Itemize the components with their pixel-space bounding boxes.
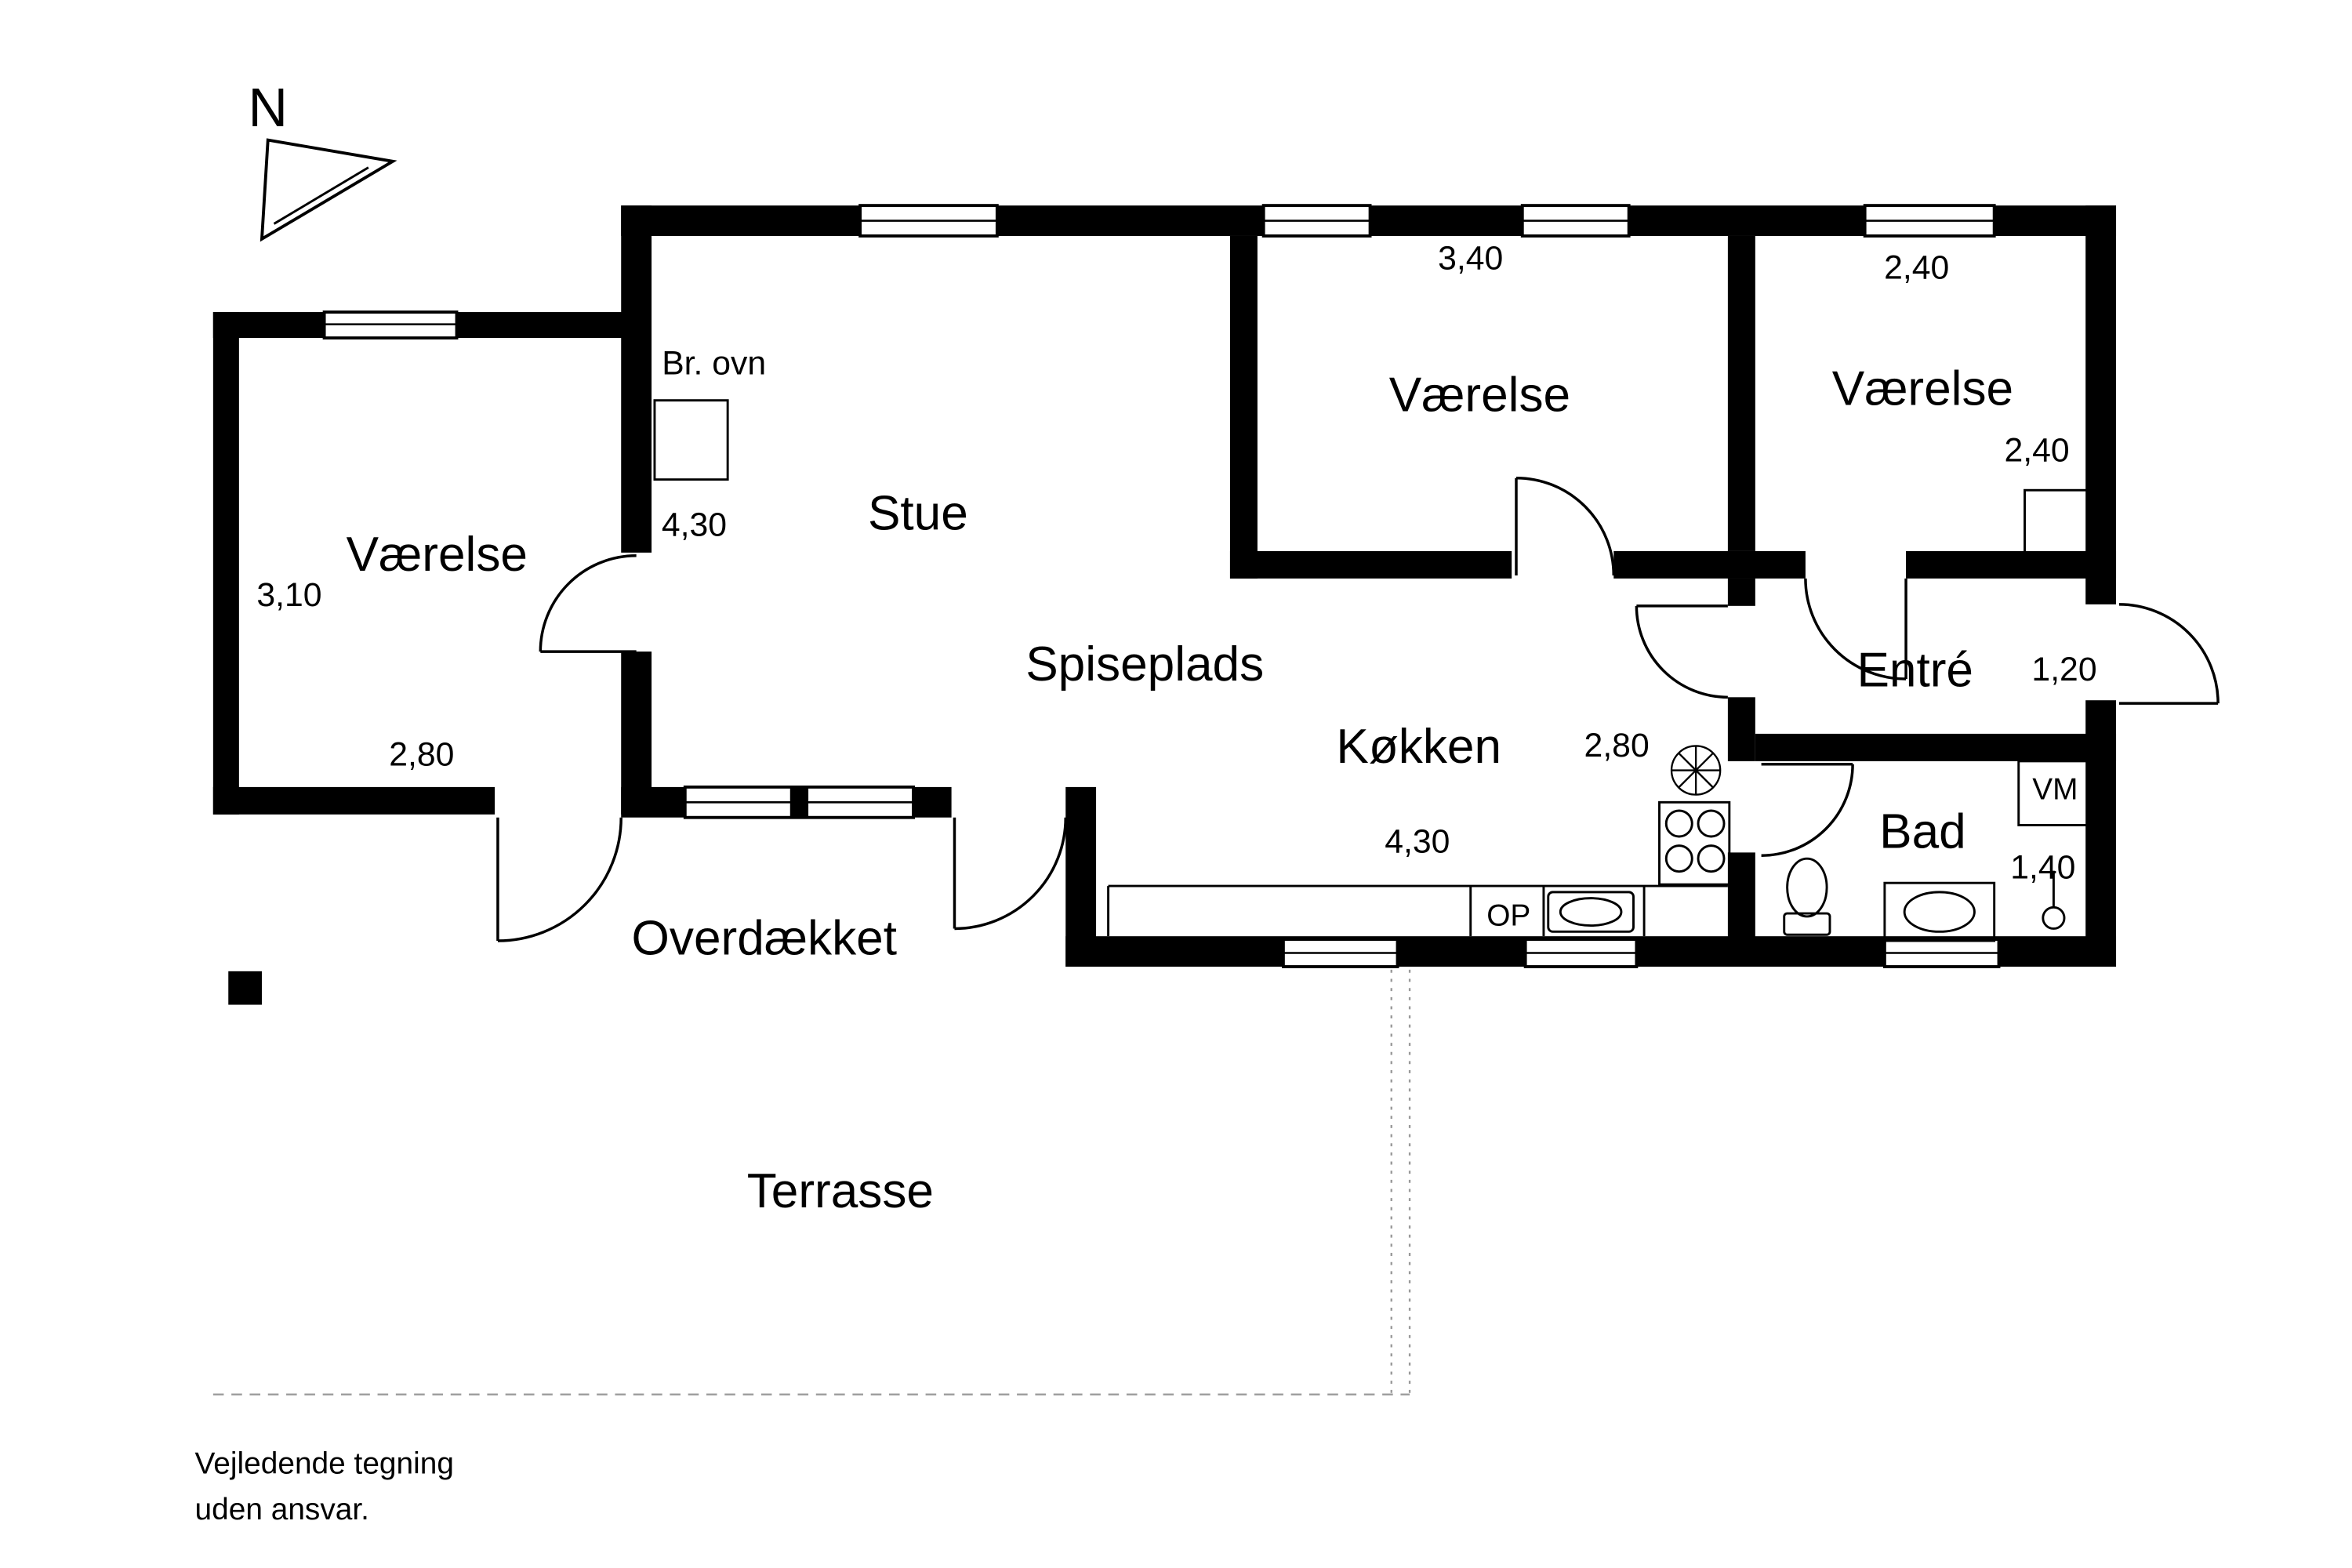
wall-leftroom-bottom: [212, 786, 495, 815]
terrace-boundary-dashed: [212, 969, 1411, 1396]
wall-left-main-lower: [621, 652, 652, 815]
kitchen-counter: [1107, 884, 1728, 937]
room-label-vaerelse-left: Værelse: [346, 526, 528, 582]
dishwasher-label: OP: [1486, 899, 1531, 934]
door-stue-overdaekket: [953, 817, 1067, 931]
dim-vaerelse-right-depth: 2,40: [2004, 430, 2070, 470]
bath-sink-symbol: [1883, 881, 1996, 942]
dim-koekken-width: 4,30: [1385, 822, 1450, 861]
room-label-koekken: Køkken: [1336, 718, 1502, 774]
wall-right-upper: [2085, 205, 2117, 604]
disclaimer-line-2: uden ansvar.: [194, 1493, 369, 1527]
door-vaerelse-left: [539, 554, 637, 653]
dim-koekken-depth: 2,80: [1584, 726, 1650, 764]
area-label-overdaekket: Overdækket: [631, 910, 897, 966]
north-arrow-icon: [260, 138, 397, 242]
window-koekken-bottom-2: [1523, 938, 1639, 968]
room-label-bad: Bad: [1879, 804, 1966, 859]
window-stue-bottom: [683, 785, 915, 819]
window-bad-bottom: [1882, 938, 2001, 968]
wall-step: [1065, 786, 1097, 967]
wall-leftroom-left: [212, 312, 239, 815]
doors: [496, 476, 2220, 942]
wall-koekken-entre-b: [1727, 697, 1755, 761]
dim-entre-width: 1,20: [2031, 650, 2097, 688]
windows: [322, 204, 2001, 968]
room-label-vaerelse-right: Værelse: [1831, 361, 2014, 416]
door-bad: [1761, 763, 1854, 858]
dim-vaerelse-right-width: 2,40: [1884, 248, 1950, 287]
cupboard-symbol: [2024, 488, 2090, 556]
wall-koekken-entre-a: [1727, 578, 1755, 606]
disclaimer-line-1: Vejledende tegning: [194, 1447, 454, 1482]
window-koekken-bottom-1: [1281, 938, 1399, 968]
wall-stue-vaerelse: [1229, 235, 1258, 579]
kitchen-sink: [1547, 891, 1635, 933]
wood-stove-label: Br. ovn: [662, 343, 767, 383]
door-front-entrance: [2118, 603, 2220, 705]
wall-entre-top-b: [1906, 550, 2117, 579]
window-vaerelse-right-top: [1863, 204, 1996, 238]
cooktop: [1658, 800, 1731, 886]
room-label-stue: Stue: [867, 485, 968, 541]
wall-left-main-upper: [621, 205, 652, 553]
area-label-terrasse: Terrasse: [746, 1163, 934, 1218]
door-vaerelse-right: [1804, 578, 1907, 681]
dim-vaerelse-mid-width: 3,40: [1438, 238, 1504, 278]
wall-koekken-bad: [1727, 852, 1755, 967]
window-vaerelse-mid-top-2: [1520, 204, 1631, 238]
room-label-spiseplads: Spiseplads: [1025, 636, 1265, 691]
bathroom-fixtures: [1783, 857, 2066, 942]
washing-machine-label: VM: [2032, 773, 2078, 808]
wall-entre-top-a: [1727, 550, 1806, 579]
dim-vaerelse-left-depth: 3,10: [256, 575, 322, 614]
floor-drain-symbol: [2042, 870, 2066, 930]
terrace-post: [228, 971, 262, 1005]
wall-entre-bad: [1755, 733, 2117, 761]
door-leftroom-overdaekket: [496, 817, 622, 942]
dim-stue-width: 4,30: [661, 505, 728, 544]
wall-vaerelse-divider: [1727, 235, 1755, 551]
extractor-fan-symbol: [1670, 745, 1722, 796]
washing-machine-symbol: [2017, 760, 2093, 826]
door-entre-koekken: [1635, 604, 1728, 699]
window-vaerelse-mid-top-1: [1261, 204, 1372, 238]
wall-vaerelse-mid-bottom-a: [1229, 550, 1512, 579]
dim-vaerelse-left-width: 2,80: [389, 735, 455, 774]
dim-bad-width: 1,40: [2010, 848, 2076, 887]
kitchen-fixtures: [653, 399, 2093, 937]
room-label-entre: Entré: [1857, 642, 1973, 698]
window-stue-top: [858, 204, 999, 238]
wood-stove-symbol: [653, 399, 729, 481]
north-label: N: [248, 76, 288, 139]
misc: [212, 138, 1411, 1396]
door-vaerelse-mid: [1515, 476, 1616, 575]
toilet-symbol: [1783, 857, 1831, 936]
room-label-vaerelse-mid: Værelse: [1388, 366, 1571, 422]
window-leftroom-top: [322, 310, 459, 340]
